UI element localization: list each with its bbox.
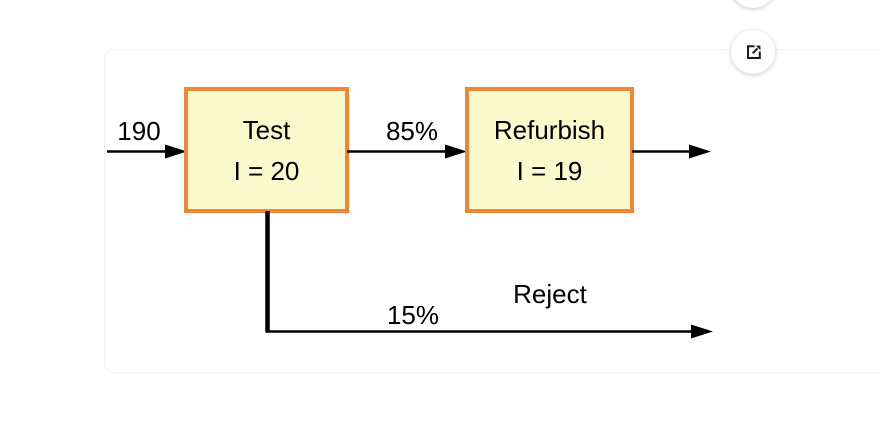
open-in-new-icon	[746, 44, 761, 59]
input-arrowhead-icon	[165, 144, 187, 159]
refurbish-arrowhead-icon	[445, 144, 467, 159]
node-test-subtitle: I = 20	[234, 156, 300, 186]
input-flow-label: 190	[117, 116, 160, 146]
hidden-top-button[interactable]	[731, 0, 775, 8]
node-refurbish-title: Refurbish	[494, 115, 605, 145]
node-refurbish-subtitle: I = 19	[517, 156, 583, 186]
reject-name-label: Reject	[513, 279, 587, 309]
output-arrowhead-icon	[689, 144, 711, 159]
node-test-title: Test	[243, 115, 291, 145]
reject-arrowhead-icon	[691, 324, 713, 339]
open-external-button[interactable]	[731, 30, 775, 74]
reject-percent-label: 15%	[387, 300, 439, 330]
node-test-box	[184, 87, 349, 213]
refurbish-percent-label: 85%	[386, 116, 438, 146]
node-refurbish-box	[465, 87, 634, 213]
